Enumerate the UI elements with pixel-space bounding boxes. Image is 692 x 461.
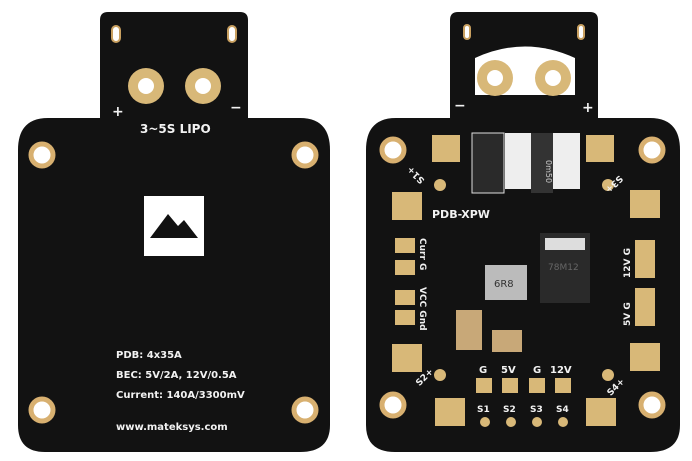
silkscreen-label: S3 bbox=[530, 405, 543, 415]
silkscreen-label: 12V bbox=[550, 365, 572, 376]
silkscreen-label: G bbox=[479, 365, 487, 376]
12v-label: 12V G bbox=[623, 248, 633, 278]
minus-sign: − bbox=[230, 100, 242, 116]
5v-label: 5V G bbox=[623, 302, 633, 326]
silkscreen-label: 5V bbox=[501, 365, 516, 376]
silkscreen-label: 6R8 bbox=[494, 279, 514, 290]
model-label: PDB-XPW bbox=[432, 208, 490, 221]
spec-current: Current: 140A/3300mV bbox=[116, 390, 245, 401]
plus-sign: + bbox=[582, 100, 594, 116]
silkscreen-label: 78M12 bbox=[548, 263, 579, 273]
spec-bec: BEC: 5V/2A, 12V/0.5A bbox=[116, 370, 237, 381]
spec-pdb: PDB: 4x35A bbox=[116, 350, 182, 361]
back-board: + − 3~5S LIPO PDB: 4x35A BEC: 5V/2A, 12V… bbox=[18, 12, 330, 452]
vcc-label: VCC Gnd bbox=[417, 287, 427, 331]
silkscreen-label: S1 bbox=[477, 405, 490, 415]
shunt-resistor bbox=[531, 133, 553, 193]
front-board: − + 0m50 78M12 6R8 PDB-XPW Curr G VCC Gn… bbox=[366, 12, 680, 452]
plus-sign: + bbox=[112, 104, 124, 120]
inductor bbox=[485, 265, 527, 300]
battery-label: 3~5S LIPO bbox=[140, 122, 211, 136]
silkscreen-label: G bbox=[533, 365, 541, 376]
curr-label: Curr G bbox=[417, 238, 427, 270]
silkscreen-label: S4 bbox=[556, 405, 569, 415]
website: www.mateksys.com bbox=[116, 422, 228, 433]
silkscreen-label: 0m50 bbox=[544, 160, 553, 183]
silkscreen-label: S2 bbox=[503, 405, 516, 415]
minus-sign: − bbox=[454, 98, 466, 114]
